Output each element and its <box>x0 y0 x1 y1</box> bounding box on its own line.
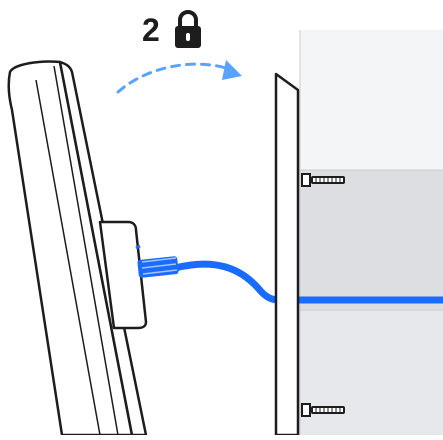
screw-top <box>301 173 345 187</box>
tilt-arrow <box>116 60 242 94</box>
cable-plug <box>135 244 179 278</box>
mount-plate <box>274 72 300 437</box>
device-connector-block <box>98 220 148 330</box>
wall-upper-section <box>300 30 443 170</box>
wall-middle-section <box>300 170 443 310</box>
wall-lower-section <box>300 310 443 435</box>
screw-bottom <box>301 403 345 417</box>
wall <box>299 30 443 435</box>
step-number: 2 <box>142 12 160 48</box>
lock-icon <box>175 10 201 48</box>
